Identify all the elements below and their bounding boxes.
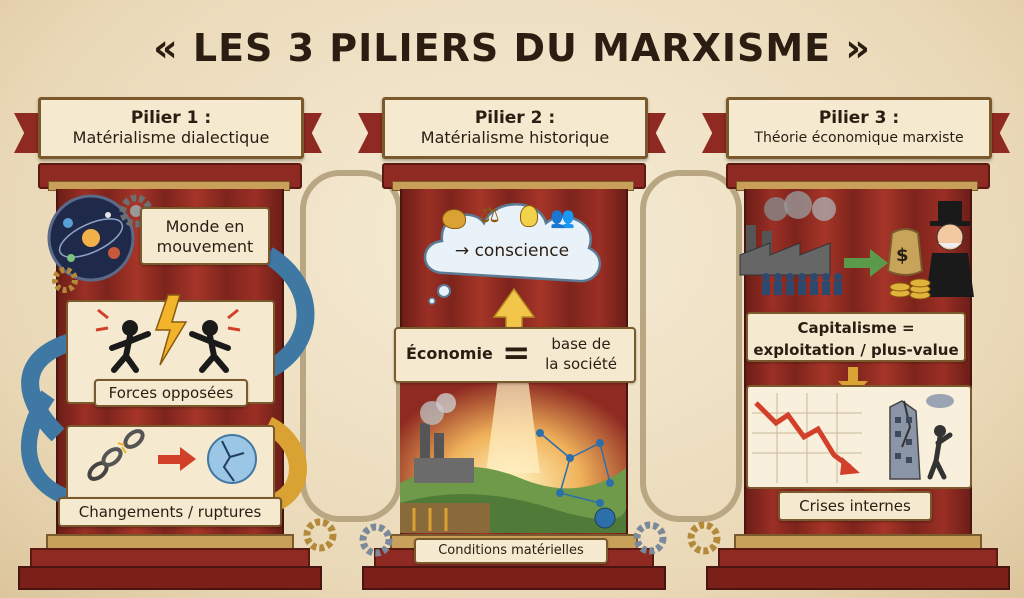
pillar-1: Pilier 1 : Matérialisme dialectique Mond… xyxy=(14,95,322,590)
pillar-1-name: Pilier 1 : xyxy=(130,108,212,128)
cracked-sphere-icon xyxy=(207,434,257,484)
gear-icon xyxy=(52,267,78,293)
connector-right xyxy=(640,170,742,522)
internal-crises-label: Crises internes xyxy=(778,491,932,521)
svg-text:$: $ xyxy=(896,245,909,266)
conscience-label: → conscience xyxy=(454,241,570,261)
thought-cloud xyxy=(423,203,601,305)
opposing-forces-label: Forces opposées xyxy=(94,379,248,407)
pillar-2-subtitle: Matérialisme historique xyxy=(420,128,610,147)
palette-icon xyxy=(442,209,466,229)
economy-base-label: Économie = base de la société xyxy=(394,327,636,383)
world-in-motion-label: Monde en mouvement xyxy=(140,207,270,265)
capitalist-money-icon: $ xyxy=(886,201,974,300)
pillar-2-banner: Pilier 2 : Matérialisme historique xyxy=(358,95,666,159)
gear-icon xyxy=(359,523,393,557)
base-society-text: base de la société xyxy=(545,335,617,373)
equals-sign: = xyxy=(502,333,531,373)
pillar-3-title-box: Pilier 3 : Théorie économique marxiste xyxy=(726,97,992,159)
changes-ruptures-label: Changements / ruptures xyxy=(58,497,282,527)
capitalism-exploitation-label: Capitalisme = exploitation / plus-value xyxy=(746,312,966,362)
pillar-3: Pilier 3 : Théorie économique marxiste $ xyxy=(702,95,1010,590)
economy-text: Économie xyxy=(406,344,493,363)
page-title: « LES 3 PILIERS DU MARXISME » xyxy=(153,26,871,70)
pillar-1-title-box: Pilier 1 : Matérialisme dialectique xyxy=(38,97,304,159)
arrow-right-icon xyxy=(844,249,888,277)
pillar-2-title-box: Pilier 2 : Matérialisme historique xyxy=(382,97,648,159)
lightbulb-icon xyxy=(520,205,538,227)
material-conditions-label: Conditions matérielles xyxy=(414,538,608,564)
pillar-3-banner: Pilier 3 : Théorie économique marxiste xyxy=(702,95,1010,159)
people-icon: 👥 xyxy=(550,205,575,229)
pillar-2-name: Pilier 2 : xyxy=(474,108,556,128)
broken-chain-icon xyxy=(87,429,145,481)
gear-icon xyxy=(633,521,667,555)
falling-chart-icon xyxy=(752,393,862,483)
galaxy-icon xyxy=(47,194,135,282)
pillar-3-name: Pilier 3 : xyxy=(818,108,900,128)
fighting-figures-icon xyxy=(95,294,241,373)
pillar-1-subtitle: Matérialisme dialectique xyxy=(72,128,270,147)
scales-icon: ⚖ xyxy=(480,203,500,228)
factory-workers-icon xyxy=(739,191,842,295)
crumbling-building-icon xyxy=(889,394,954,480)
pillar-1-banner: Pilier 1 : Matérialisme dialectique xyxy=(14,95,322,159)
arrow-right-icon xyxy=(158,447,196,471)
gear-icon xyxy=(687,521,721,555)
material-conditions-landscape xyxy=(400,363,627,533)
gear-icon xyxy=(303,518,337,552)
pillar-3-subtitle: Théorie économique marxiste xyxy=(754,130,964,146)
pillar-2: Pilier 2 : Matérialisme historique xyxy=(358,95,666,590)
